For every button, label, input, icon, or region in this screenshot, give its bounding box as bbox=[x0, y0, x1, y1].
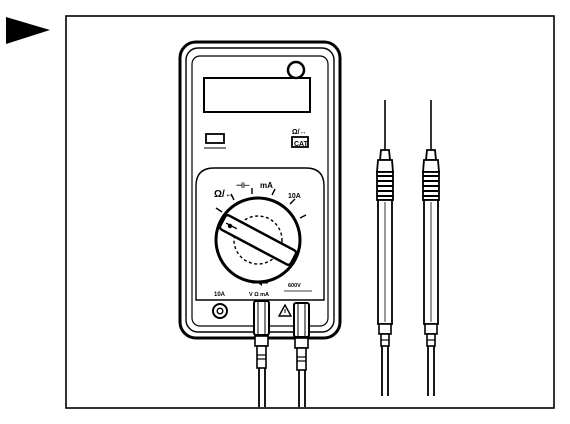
power-switch bbox=[205, 133, 225, 144]
label-ma: mA bbox=[260, 181, 273, 190]
dial-ticks bbox=[215, 188, 307, 219]
warning-triangle-icon bbox=[277, 303, 293, 317]
label-jack-vohm: V Ω mA bbox=[249, 292, 269, 298]
right-triangle-arrow-icon bbox=[6, 17, 50, 44]
side-label-cat: CAT bbox=[294, 141, 309, 148]
dial-panel bbox=[195, 167, 325, 301]
plugged-lead-left bbox=[253, 300, 270, 407]
label-jack-warning: 600V bbox=[288, 283, 301, 289]
test-probe-right bbox=[422, 100, 440, 396]
label-ohm-mode: Ω/↔ bbox=[214, 189, 235, 200]
lcd-display bbox=[203, 77, 311, 113]
label-diode: ⊣⊢ bbox=[236, 180, 250, 190]
jack-10a bbox=[212, 303, 228, 319]
multimeter: Ω/↔ CAT Ω/↔ ⊣⊢ mA 10A 10A V Ω mA bbox=[178, 40, 342, 340]
dial-knob bbox=[218, 213, 298, 267]
plugged-lead-right bbox=[293, 302, 310, 407]
hold-button bbox=[286, 60, 306, 80]
side-label-mode: Ω/↔ bbox=[292, 129, 307, 136]
test-probe-left bbox=[376, 100, 394, 396]
figure-frame bbox=[65, 15, 555, 409]
label-10a: 10A bbox=[288, 193, 301, 200]
select-button bbox=[291, 136, 309, 148]
label-jack-10a: 10A bbox=[214, 292, 226, 298]
